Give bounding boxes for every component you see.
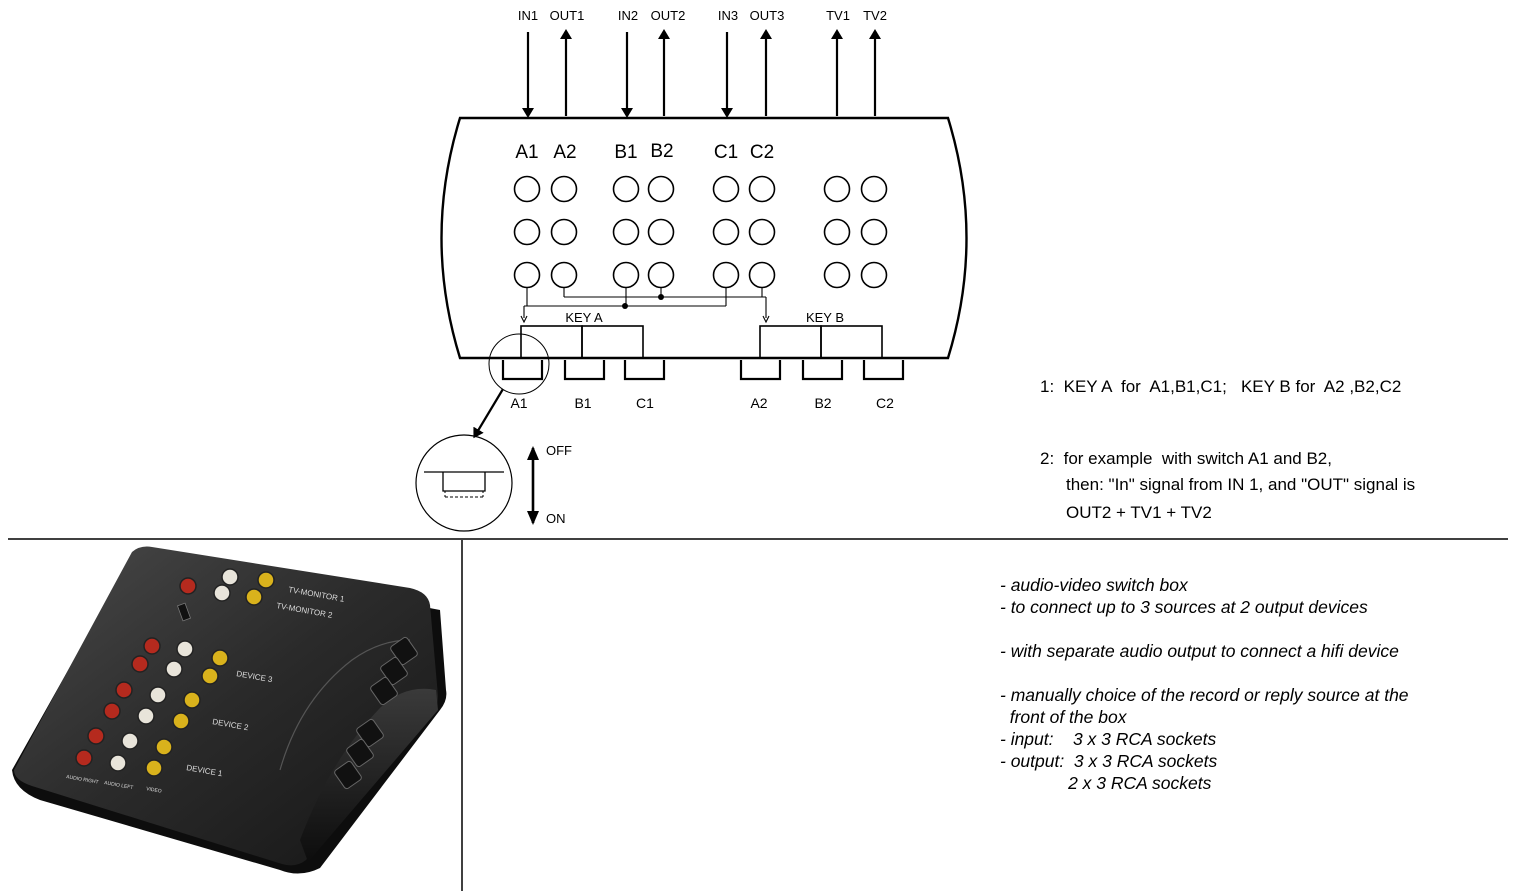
on-arrowhead	[527, 511, 539, 525]
socket	[550, 175, 578, 203]
socket	[513, 175, 541, 203]
socket	[513, 218, 541, 246]
feature-item: 2 x 3 RCA sockets	[1000, 773, 1212, 793]
group-label-a1: A1	[515, 142, 538, 163]
switch-label-a2: A2	[750, 395, 767, 411]
push-buttons	[501, 360, 905, 381]
socket	[513, 261, 541, 289]
socket	[550, 218, 578, 246]
off-arrowhead	[527, 446, 539, 460]
socket	[823, 261, 851, 289]
feature-item: - input: 3 x 3 RCA sockets	[1000, 729, 1217, 749]
switch-label-c1: C1	[636, 395, 654, 411]
feature-item: - to connect up to 3 sources at 2 output…	[1000, 597, 1368, 617]
magnifier-small-circle	[488, 333, 550, 395]
switch-label-c2: C2	[876, 395, 894, 411]
magnifier-detail-circle	[415, 434, 513, 532]
feature-list: - audio-video switch box - to connect up…	[1000, 574, 1409, 794]
product-photo: TV-MONITOR 1 TV-MONITOR 2 DEVICE 3 DEVIC…	[12, 546, 447, 874]
label-tv2: TV2	[863, 8, 887, 23]
label-out3: OUT3	[750, 8, 785, 23]
label-in2: IN2	[618, 8, 638, 23]
group-label-b2: B2	[650, 141, 673, 162]
feature-item: - with separate audio output to connect …	[1000, 641, 1399, 661]
signal-arrows	[522, 29, 881, 118]
socket	[860, 261, 888, 289]
socket	[612, 218, 640, 246]
socket	[748, 261, 776, 289]
socket-grid	[513, 175, 888, 289]
switch-detail	[424, 471, 504, 498]
label-out2: OUT2	[651, 8, 686, 23]
photo-label-audio-left: AUDIO LEFT	[104, 780, 134, 791]
socket	[712, 261, 740, 289]
socket	[612, 261, 640, 289]
group-label-a2: A2	[553, 142, 576, 163]
note-1: 1: KEY A for A1,B1,C1; KEY B for A2 ,B2,…	[1040, 377, 1402, 396]
switch-label-b1: B1	[574, 395, 591, 411]
socket	[712, 175, 740, 203]
switch-box-outline	[440, 116, 968, 360]
socket	[647, 218, 675, 246]
key-blocks	[520, 325, 883, 359]
note-2-line-1: 2: for example with switch A1 and B2,	[1040, 449, 1332, 468]
switch-label-b2: B2	[814, 395, 831, 411]
note-2-line-2: then: "In" signal from IN 1, and "OUT" s…	[1066, 475, 1416, 494]
feature-item: - output: 3 x 3 RCA sockets	[1000, 751, 1218, 771]
note-2-line-3: OUT2 + TV1 + TV2	[1066, 503, 1212, 522]
socket	[712, 218, 740, 246]
socket	[748, 218, 776, 246]
switch-labels: A1 B1 C1 A2 B2 C2	[510, 395, 894, 411]
top-labels: IN1 OUT1 IN2 OUT2 IN3 OUT3 TV1 TV2	[518, 8, 887, 23]
socket	[860, 175, 888, 203]
key-wiring	[520, 288, 770, 324]
feature-item: - audio-video switch box	[1000, 575, 1188, 595]
socket	[823, 218, 851, 246]
off-label: OFF	[546, 443, 572, 458]
feature-item: - manually choice of the record or reply…	[1000, 685, 1409, 705]
group-label-b1: B1	[614, 142, 637, 163]
socket	[860, 218, 888, 246]
photo-label-audio-right: AUDIO RIGHT	[66, 774, 99, 786]
key-a-label: KEY A	[565, 310, 603, 325]
socket	[647, 261, 675, 289]
photo-label-video: VIDEO	[146, 786, 162, 795]
group-label-c1: C1	[714, 142, 738, 163]
group-label-c2: C2	[750, 142, 774, 163]
label-tv1: TV1	[826, 8, 850, 23]
magnifier-pointer	[473, 388, 504, 439]
switch-label-a1: A1	[510, 395, 527, 411]
feature-item: front of the box	[1000, 707, 1127, 727]
label-out1: OUT1	[550, 8, 585, 23]
on-label: ON	[546, 511, 566, 526]
socket	[612, 175, 640, 203]
label-in3: IN3	[718, 8, 738, 23]
socket	[748, 175, 776, 203]
key-b-label: KEY B	[806, 310, 844, 325]
junction-dot	[658, 294, 664, 300]
socket	[550, 261, 578, 289]
socket-group-labels: A1 A2 B1 B2 C1 C2	[515, 141, 774, 163]
junction-dot	[622, 303, 628, 309]
socket	[823, 175, 851, 203]
label-in1: IN1	[518, 8, 538, 23]
socket	[647, 175, 675, 203]
